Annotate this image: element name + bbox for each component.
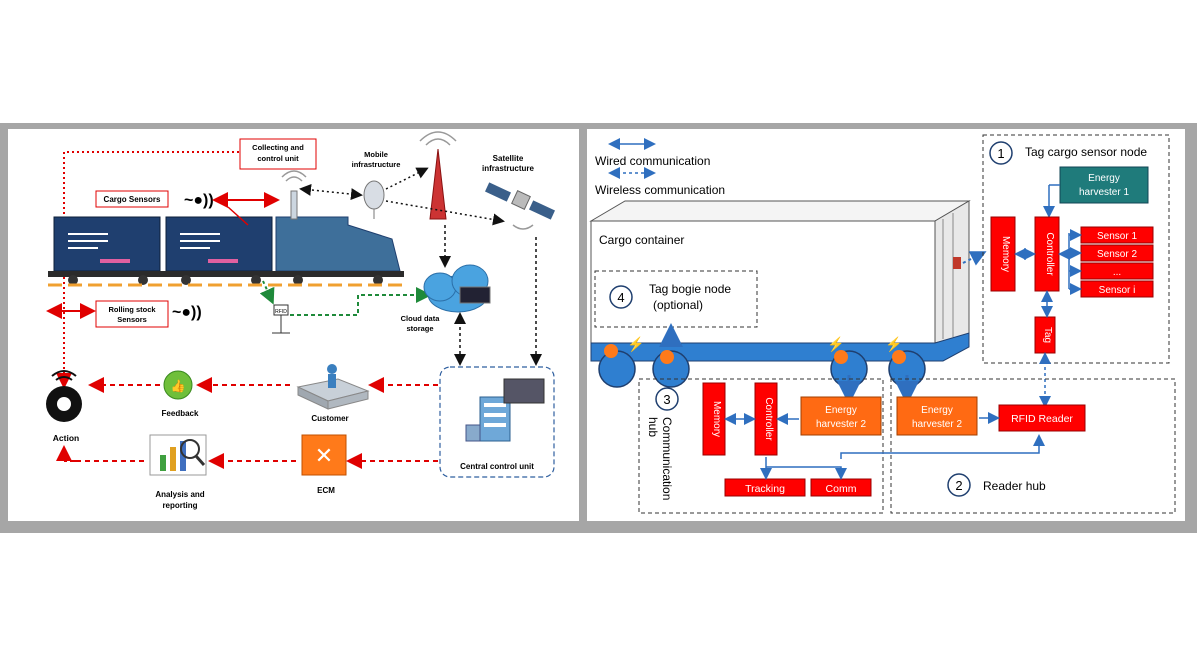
- energy-harvester-2a-label-2: harvester 2: [816, 419, 866, 430]
- rfid-reader-label: RFID Reader: [1011, 413, 1073, 425]
- comm-hub-number: 3: [663, 392, 670, 407]
- mobile-label-1: Mobile: [364, 150, 388, 159]
- cell-tower-icon: [419, 131, 457, 220]
- communication-hub-box: [638, 378, 884, 514]
- energy-harvester-2a-label-1: Energy: [825, 405, 857, 416]
- rfid-reader-icon: RFID: [272, 304, 290, 334]
- wireless-legend-label: Wireless communication: [595, 183, 725, 197]
- reader-hub-number-circle: [947, 473, 971, 497]
- energy-harvester-1-box: [1059, 166, 1149, 204]
- controller2-to-comm: [766, 466, 847, 480]
- gear-icon: [46, 370, 82, 422]
- tag-cargo-number: 1: [997, 146, 1004, 161]
- energy-harvester-1-label-1: Energy: [1088, 173, 1120, 184]
- comm-to-reader-link: [840, 434, 1045, 459]
- rfid-reader-box: [998, 404, 1086, 432]
- bogie-number: 4: [617, 290, 624, 305]
- tracking-label: Tracking: [745, 483, 785, 495]
- rolling-stock-label-1: Rolling stock: [108, 305, 156, 314]
- comm-label: Comm: [826, 483, 857, 495]
- train: [48, 216, 408, 287]
- sensor-pointer: [227, 206, 249, 226]
- bogie-number-circle: [609, 285, 633, 309]
- left-diagram: Collecting and control unit Cargo Sensor…: [46, 131, 555, 510]
- tag-cargo-node-box: [982, 134, 1170, 364]
- green-arrow-2: [290, 287, 432, 316]
- cloud-icon: [423, 264, 491, 313]
- satellite-dish-icon: [363, 180, 385, 219]
- cloud-label-2: storage: [406, 324, 433, 333]
- underframe: [590, 332, 970, 388]
- dish-to-tower: [385, 167, 429, 190]
- svg-text:RFID: RFID: [275, 309, 287, 315]
- tag-cargo-label: Tag cargo sensor node: [1025, 145, 1147, 159]
- collecting-unit-label-2: control unit: [257, 154, 299, 163]
- memory-2-label: Memory: [711, 401, 722, 437]
- analysis-label-2: reporting: [162, 501, 197, 510]
- spark-icon-1: ⚡: [627, 336, 644, 353]
- right-diagram: Wired communication Wireless communicati…: [589, 134, 1176, 514]
- wireless-signal-icon-2: ~●)): [172, 304, 202, 321]
- analysis-label-1: Analysis and: [155, 490, 204, 499]
- controller-label: Controller: [1044, 232, 1055, 276]
- cloud-label-1: Cloud data: [401, 314, 441, 323]
- rolling-stock-label-2: Sensors: [117, 315, 147, 324]
- tag-label: Tag: [1042, 327, 1053, 343]
- reader-hub-box: [890, 378, 1176, 514]
- customer-icon: [296, 364, 370, 410]
- reader-hub-number: 2: [955, 478, 962, 493]
- satellite-label-1: Satellite: [493, 154, 524, 163]
- container-to-tag-arrow: [962, 251, 987, 266]
- comm-hub-label-1: Communication: [660, 417, 674, 500]
- dish-link: [299, 183, 363, 201]
- ecm-label: ECM: [317, 486, 335, 495]
- cargo-container-label: Cargo container: [599, 233, 684, 247]
- spark-icon-3: ⚡: [885, 336, 902, 353]
- left-diagram-panel: Collecting and control unit Cargo Sensor…: [8, 129, 579, 521]
- energy-harvester-2b-box: [896, 396, 978, 436]
- green-arrow-1: [259, 280, 275, 305]
- cargo-sensors-label: Cargo Sensors: [104, 195, 161, 204]
- memory-label: Memory: [1000, 236, 1011, 272]
- action-label: Action: [53, 433, 79, 443]
- right-diagram-panel: Wired communication Wireless communicati…: [587, 129, 1185, 521]
- thumbs-icon: 👍: [163, 370, 193, 400]
- rolling-stock-box: [95, 300, 169, 328]
- energy-harvester-2b-label-2: harvester 2: [912, 419, 962, 430]
- central-control-box: [439, 366, 555, 478]
- wrench-icon: ✕: [315, 443, 333, 468]
- collecting-unit-label-1: Collecting and: [252, 143, 304, 152]
- bogie-optional: (optional): [653, 298, 703, 312]
- comm-hub-number-circle: [655, 387, 679, 411]
- cargo-sensors-box: [95, 190, 169, 208]
- spark-icon-2: ⚡: [827, 336, 844, 353]
- central-label: Central control unit: [460, 462, 534, 471]
- sensor-i-label: Sensor i: [1099, 285, 1136, 296]
- wired-legend-label: Wired communication: [595, 154, 710, 168]
- sensor-dots-label: ...: [1113, 267, 1121, 278]
- tag-cargo-number-circle: [989, 141, 1013, 165]
- reader-hub-label: Reader hub: [983, 479, 1046, 493]
- mobile-label-2: infrastructure: [352, 160, 401, 169]
- energy-harvester-1-label-2: harvester 1: [1079, 187, 1129, 198]
- bogie-node-box: [594, 270, 758, 328]
- energy-harvester-2b-label-1: Energy: [921, 405, 953, 416]
- comm-hub-label-2: hub: [646, 417, 660, 437]
- sensor-2-label: Sensor 2: [1097, 249, 1137, 260]
- collecting-unit-box: [239, 138, 317, 170]
- bogie-label: Tag bogie node: [649, 282, 731, 296]
- customer-label: Customer: [311, 414, 348, 423]
- satellite-icon: [485, 182, 555, 230]
- energy-harvester-2a-box: [800, 396, 882, 436]
- sensor-1-label: Sensor 1: [1097, 231, 1137, 242]
- building-icon: [465, 378, 545, 442]
- feedback-label: Feedback: [162, 409, 199, 418]
- svg-text:👍: 👍: [171, 379, 186, 393]
- analysis-chart-icon: [149, 434, 207, 476]
- wireless-signal-icon: ~●)): [184, 192, 214, 209]
- controller-2-label: Controller: [763, 397, 774, 441]
- antenna-icon: [281, 170, 307, 220]
- cargo-container: [589, 200, 971, 344]
- satellite-label-2: infrastructure: [482, 164, 535, 173]
